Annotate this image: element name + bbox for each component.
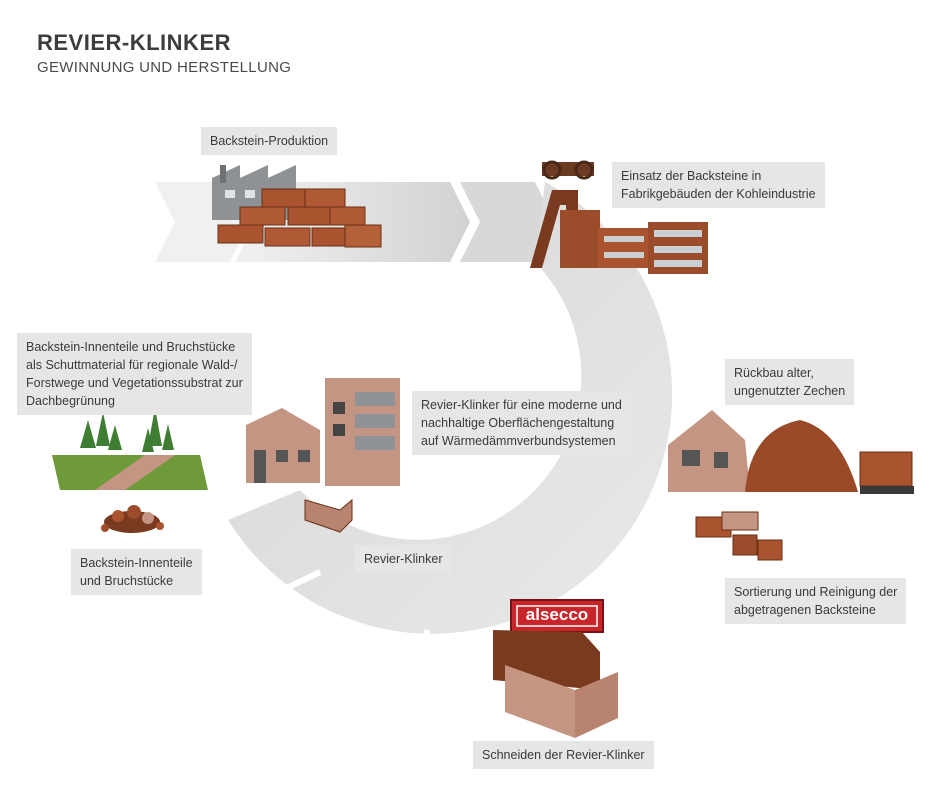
alsecco-logo: alsecco [511,605,603,625]
page-subtitle: GEWINNUNG UND HERSTELLUNG [37,59,292,76]
step-label-cutting: Schneiden der Revier-Klinker [473,741,654,769]
step-label-demolition: Rückbau alter, ungenutzter Zechen [725,359,855,405]
houses-illustration [246,378,400,533]
rubble-illustration [101,505,164,533]
step-label-revier-klinker: Revier-Klinker [355,545,452,573]
cutting-illustration [493,599,618,738]
factory-brick-illustration [212,165,382,248]
mine-tower-illustration [530,160,708,274]
forest-path-illustration [52,408,208,490]
step-label-production: Backstein-Produktion [201,127,338,155]
page-title: REVIER-KLINKER [37,30,232,55]
step-label-mining-use: Einsatz der Backsteine in Fabrikgebäuden… [612,162,825,208]
step-label-inner-parts: Backstein-Innenteile und Bruchstücke [71,549,202,595]
alsecco-logo-text: alsecco [525,605,589,624]
step-label-facade-use: Revier-Klinker für eine moderne und nach… [412,391,631,455]
step-label-sorting: Sortierung und Reinigung der abgetragene… [725,578,907,624]
sorted-bricks-illustration [695,511,783,561]
step-label-rubble-use: Backstein-Innenteile und Bruchstücke als… [17,333,252,415]
demolition-illustration [668,410,914,494]
